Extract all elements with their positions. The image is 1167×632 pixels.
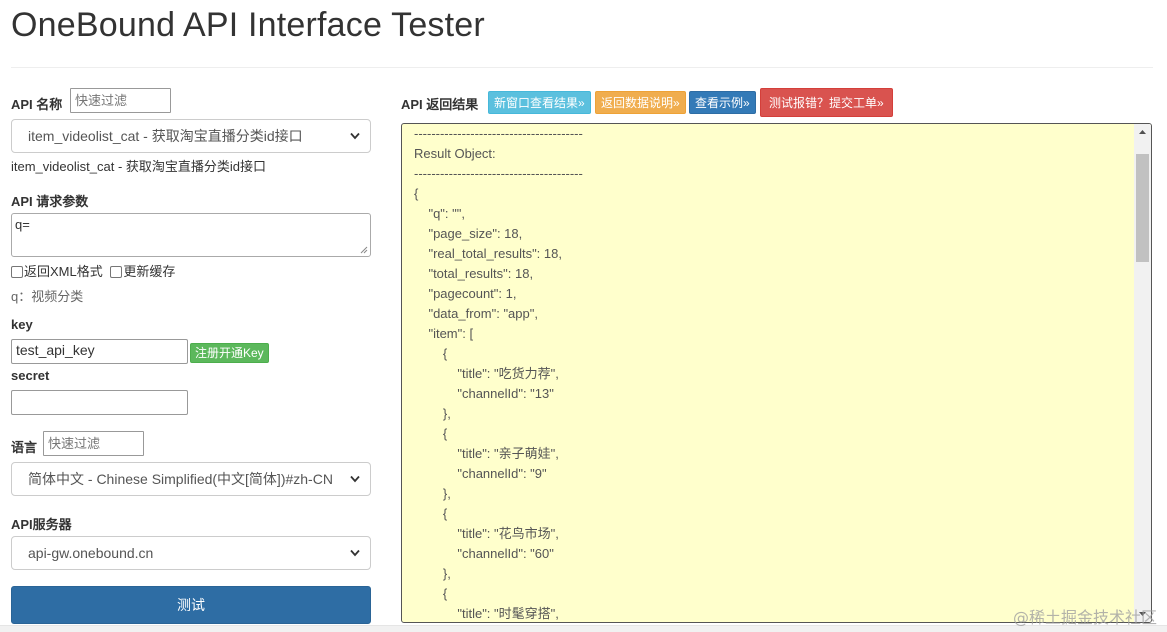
language-label: 语言 — [11, 440, 38, 455]
page-title: OneBound API Interface Tester — [11, 6, 485, 44]
cache-option-label: 更新缓存 — [123, 264, 176, 279]
page-horizontal-scrollbar[interactable] — [0, 625, 1167, 632]
view-example-button[interactable]: 查看示例» — [689, 91, 756, 114]
server-label: API服务器 — [11, 517, 72, 532]
scroll-down-arrow-icon[interactable] — [1134, 605, 1151, 622]
params-textarea[interactable]: q= — [11, 213, 371, 257]
register-key-button[interactable]: 注册开通Key — [190, 343, 269, 363]
server-select[interactable]: api-gw.onebound.cn — [11, 536, 371, 570]
language-selected: 简体中文 - Chinese Simplified(中文[简体])#zh-CN — [28, 471, 333, 487]
result-scrollbar[interactable] — [1134, 124, 1151, 622]
scroll-thumb[interactable] — [1136, 154, 1149, 262]
report-error-button[interactable]: 测试报错？提交工单» — [760, 88, 893, 117]
key-value: test_api_key — [16, 342, 95, 358]
new-window-button[interactable]: 新窗口查看结果» — [488, 91, 591, 114]
params-value: q= — [15, 217, 30, 232]
params-hint: q：视频分类 — [11, 289, 84, 304]
params-label: API 请求参数 — [11, 194, 89, 209]
server-selected: api-gw.onebound.cn — [28, 545, 154, 561]
chevron-down-icon — [350, 475, 360, 483]
key-label: key — [11, 317, 33, 332]
api-description: item_videolist_cat - 获取淘宝直播分类id接口 — [11, 159, 266, 174]
chevron-down-icon — [350, 132, 360, 140]
resize-grip-icon[interactable] — [360, 246, 368, 254]
options-row: 返回XML格式 更新缓存 — [11, 261, 175, 280]
api-name-filter-input[interactable] — [70, 88, 171, 113]
xml-option-label: 返回XML格式 — [24, 264, 103, 279]
watermark-text: @稀土掘金技术社区 — [1012, 608, 1157, 627]
api-name-label: API 名称 — [11, 97, 63, 112]
api-name-selected: item_videolist_cat - 获取淘宝直播分类id接口 — [28, 128, 303, 144]
secret-input[interactable] — [11, 390, 188, 415]
xml-checkbox[interactable] — [11, 266, 23, 278]
language-filter-input[interactable] — [43, 431, 144, 456]
secret-label: secret — [11, 368, 50, 383]
data-description-button[interactable]: 返回数据说明» — [595, 91, 686, 114]
submit-test-button[interactable]: 测试 — [11, 586, 371, 624]
cache-checkbox[interactable] — [110, 266, 123, 278]
result-json-text: --------------------------------------- … — [414, 126, 583, 621]
result-label: API 返回结果 — [401, 97, 479, 112]
key-input[interactable]: test_api_key — [11, 339, 188, 364]
result-output[interactable]: --------------------------------------- … — [401, 123, 1152, 623]
api-name-select[interactable]: item_videolist_cat - 获取淘宝直播分类id接口 — [11, 119, 371, 153]
chevron-down-icon — [350, 549, 360, 557]
header-divider — [11, 67, 1153, 68]
scroll-up-arrow-icon[interactable] — [1134, 124, 1151, 141]
language-select[interactable]: 简体中文 - Chinese Simplified(中文[简体])#zh-CN — [11, 462, 371, 496]
